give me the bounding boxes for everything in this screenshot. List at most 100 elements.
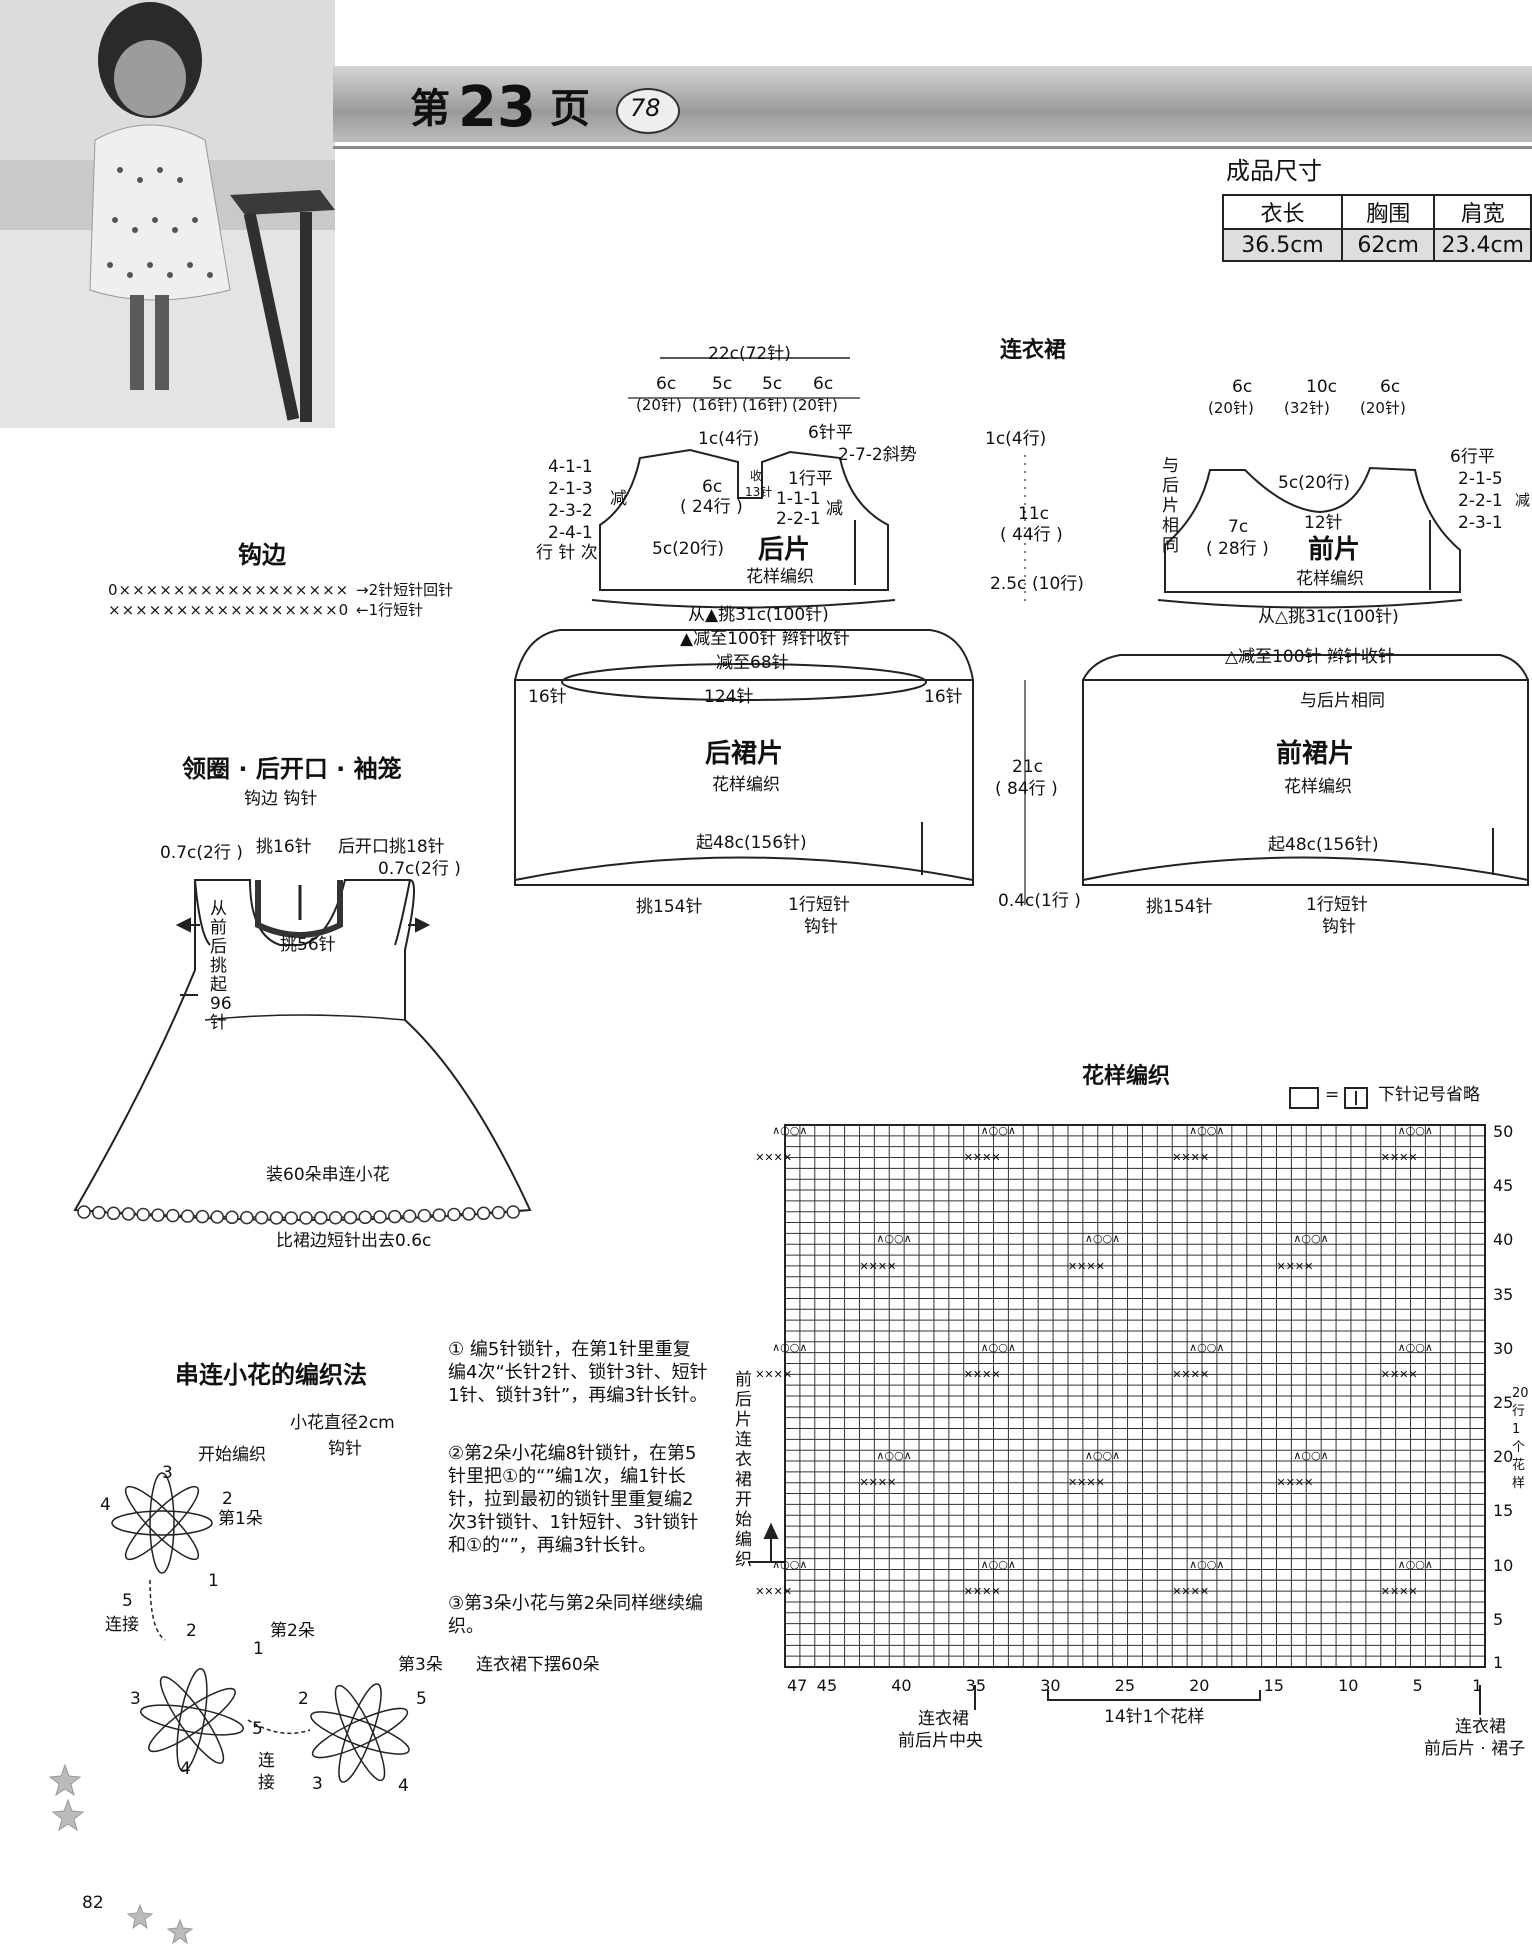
size-value: 23.4cm [1433, 228, 1532, 262]
hem-flower-icon [358, 1210, 372, 1225]
size-table: 衣长 胸围 肩宽 36.5cm 62cm 23.4cm [1222, 194, 1532, 262]
front-skirt-dec1: △减至100针 辫针收针 [1225, 647, 1395, 667]
armhole-dec: 减 [610, 489, 627, 509]
front-dec: 减 [1515, 491, 1531, 509]
chart-center-label2: 前后片中央 [898, 1731, 983, 1751]
chart-side-note: 20行1个花样 [1512, 1386, 1529, 1491]
back-neck: 1c(4行) [698, 429, 760, 449]
skirt-height: 21c [1012, 757, 1043, 777]
front-step: 2-1-5 [1458, 469, 1503, 489]
back-seg-st: (20针) [636, 396, 682, 414]
header-badge: 78 [630, 94, 661, 122]
back-right-dec: 减 [826, 499, 843, 519]
back-right-step: 1-1-1 [776, 489, 821, 509]
star-decoration-icon [48, 1763, 194, 1945]
front-skirt-edge1: 1行短针 [1306, 895, 1368, 915]
chart-col-label: 30 [1040, 1676, 1061, 1695]
chart-title: 花样编织 [1082, 1064, 1171, 1089]
size-value: 62cm [1340, 228, 1436, 262]
chart-motif-bottom: ✕✕✕✕ [859, 1259, 897, 1273]
flowers-join3: 接 [258, 1773, 275, 1793]
back-seg-c: 5c [762, 374, 783, 394]
neckline-l2: 挑16针 [256, 837, 312, 857]
back-bodice-pattern: 花样编织 [746, 567, 814, 587]
chart-row-label: 1 [1493, 1653, 1504, 1673]
front-side-c: 7c [1228, 517, 1249, 537]
chart-motif-top: ∧○○∧ [772, 1124, 808, 1137]
size-table-value-row: 36.5cm 62cm 23.4cm [1222, 228, 1532, 262]
chart-col-label: 5 [1412, 1676, 1423, 1695]
flowers-start: 开始编织 [198, 1445, 266, 1465]
neckline-flowers: 装60朵串连小花 [266, 1165, 390, 1185]
header-page-number: 23 [458, 75, 536, 140]
front-seg-c: 10c [1306, 377, 1337, 397]
flowers-step2: ②第2朵小花编8针锁针，在第5针里把①的“”编1次，编1针长针，拉到最初的锁针里… [448, 1443, 699, 1556]
front-mid: 12针 [1304, 513, 1343, 533]
neckline-l4: 0.7c(2行 ) [378, 859, 461, 879]
back-skirt-right: 16针 [924, 687, 963, 707]
chart-motif-top: ∧○○∧ [980, 1340, 1016, 1354]
back-seg-c: 5c [712, 374, 733, 394]
chart-motif-bottom: ✕✕✕✕ [1276, 1476, 1314, 1490]
chart-legend-eq: = [1325, 1085, 1340, 1105]
flowers-num: 3 [162, 1463, 173, 1483]
neckline-subtitle: 钩边 钩针 [244, 789, 318, 809]
flowers-num: 3 [312, 1774, 323, 1794]
flowers-num: 5 [122, 1591, 133, 1611]
back-seg-c: 6c [656, 374, 677, 394]
flowers-diameter: 小花直径2cm [290, 1413, 395, 1433]
size-table-header-row: 衣长 胸围 肩宽 [1222, 194, 1532, 230]
chart-col-label: 45 [816, 1676, 838, 1695]
edging-note2: →2针短针回针 [356, 581, 454, 599]
mid-measure: (10行) [1032, 574, 1084, 594]
chart-row-label: 35 [1493, 1284, 1514, 1304]
chart-row-label: 15 [1493, 1501, 1514, 1521]
front-side-r: ( 28行 ) [1206, 539, 1269, 559]
back-skirt-pick: 挑154针 [636, 897, 703, 917]
chart-right-label2: 前后片 · 裙子 [1424, 1739, 1526, 1759]
chart-motif-bottom: ✕✕✕✕ [1380, 1584, 1418, 1598]
size-header: 肩宽 [1433, 194, 1532, 230]
back-bodice-name: 后片 [758, 535, 811, 565]
front-seg-st: (32针) [1284, 399, 1330, 417]
flowers-num: 1 [253, 1639, 264, 1659]
hem-flower-icon [462, 1207, 476, 1221]
hem-flower-icon [121, 1207, 136, 1221]
chart-motif-top: ∧○○∧ [1397, 1557, 1433, 1571]
armhole-step: 4-1-1 [548, 457, 593, 477]
size-table-title: 成品尺寸 [1226, 157, 1322, 185]
back-skirt-outline [514, 679, 974, 886]
dress-assembly-outline [73, 879, 532, 1221]
flowers-num: 5 [252, 1719, 263, 1739]
flowers-num: 3 [130, 1689, 141, 1709]
flowers-num: 2 [298, 1689, 309, 1709]
chart-motif-top: ∧○○∧ [980, 1557, 1016, 1571]
flowers-join: 连接 [105, 1615, 139, 1635]
front-bodice-name: 前片 [1308, 535, 1361, 565]
hem-flower-icon [432, 1208, 446, 1222]
chart-row-label: 50 [1493, 1122, 1514, 1141]
chart-col-label: 25 [1114, 1676, 1136, 1695]
chart-motif-bottom: ✕✕✕✕ [1067, 1476, 1105, 1490]
back-center-st: ( 24行 ) [680, 497, 743, 517]
hem-flower-icon [343, 1210, 358, 1225]
row-key: 行 针 次 [536, 543, 598, 563]
back-right-step: 1行平 [788, 469, 833, 489]
chart-col-label: 10 [1338, 1676, 1359, 1695]
front-skirt-pattern: 花样编织 [1284, 777, 1352, 797]
chart-motif-top: ∧○○∧ [772, 1557, 808, 1571]
hem-flower-icon [77, 1205, 91, 1219]
back-skirt-dec2: 减至68针 [716, 653, 789, 673]
chart-motif-bottom: ✕✕✕✕ [1380, 1367, 1418, 1381]
edging-row2: 0××××××××××××××××× [108, 581, 350, 599]
armhole-step: 2-3-2 [548, 501, 593, 521]
skirt-rows: ( 84行 ) [995, 779, 1058, 799]
front-bodice-pattern: 花样编织 [1296, 569, 1364, 589]
front-seg-st: (20针) [1208, 399, 1254, 417]
back-pickup: 从▲挑31c(100针) [688, 605, 829, 625]
back-lower: 5c(20行) [652, 539, 725, 559]
mid-measure: 2.5c [990, 574, 1027, 594]
chart-motif-bottom: ✕✕✕✕ [1380, 1151, 1418, 1165]
mid-measure: ( 44行 ) [1000, 525, 1063, 545]
